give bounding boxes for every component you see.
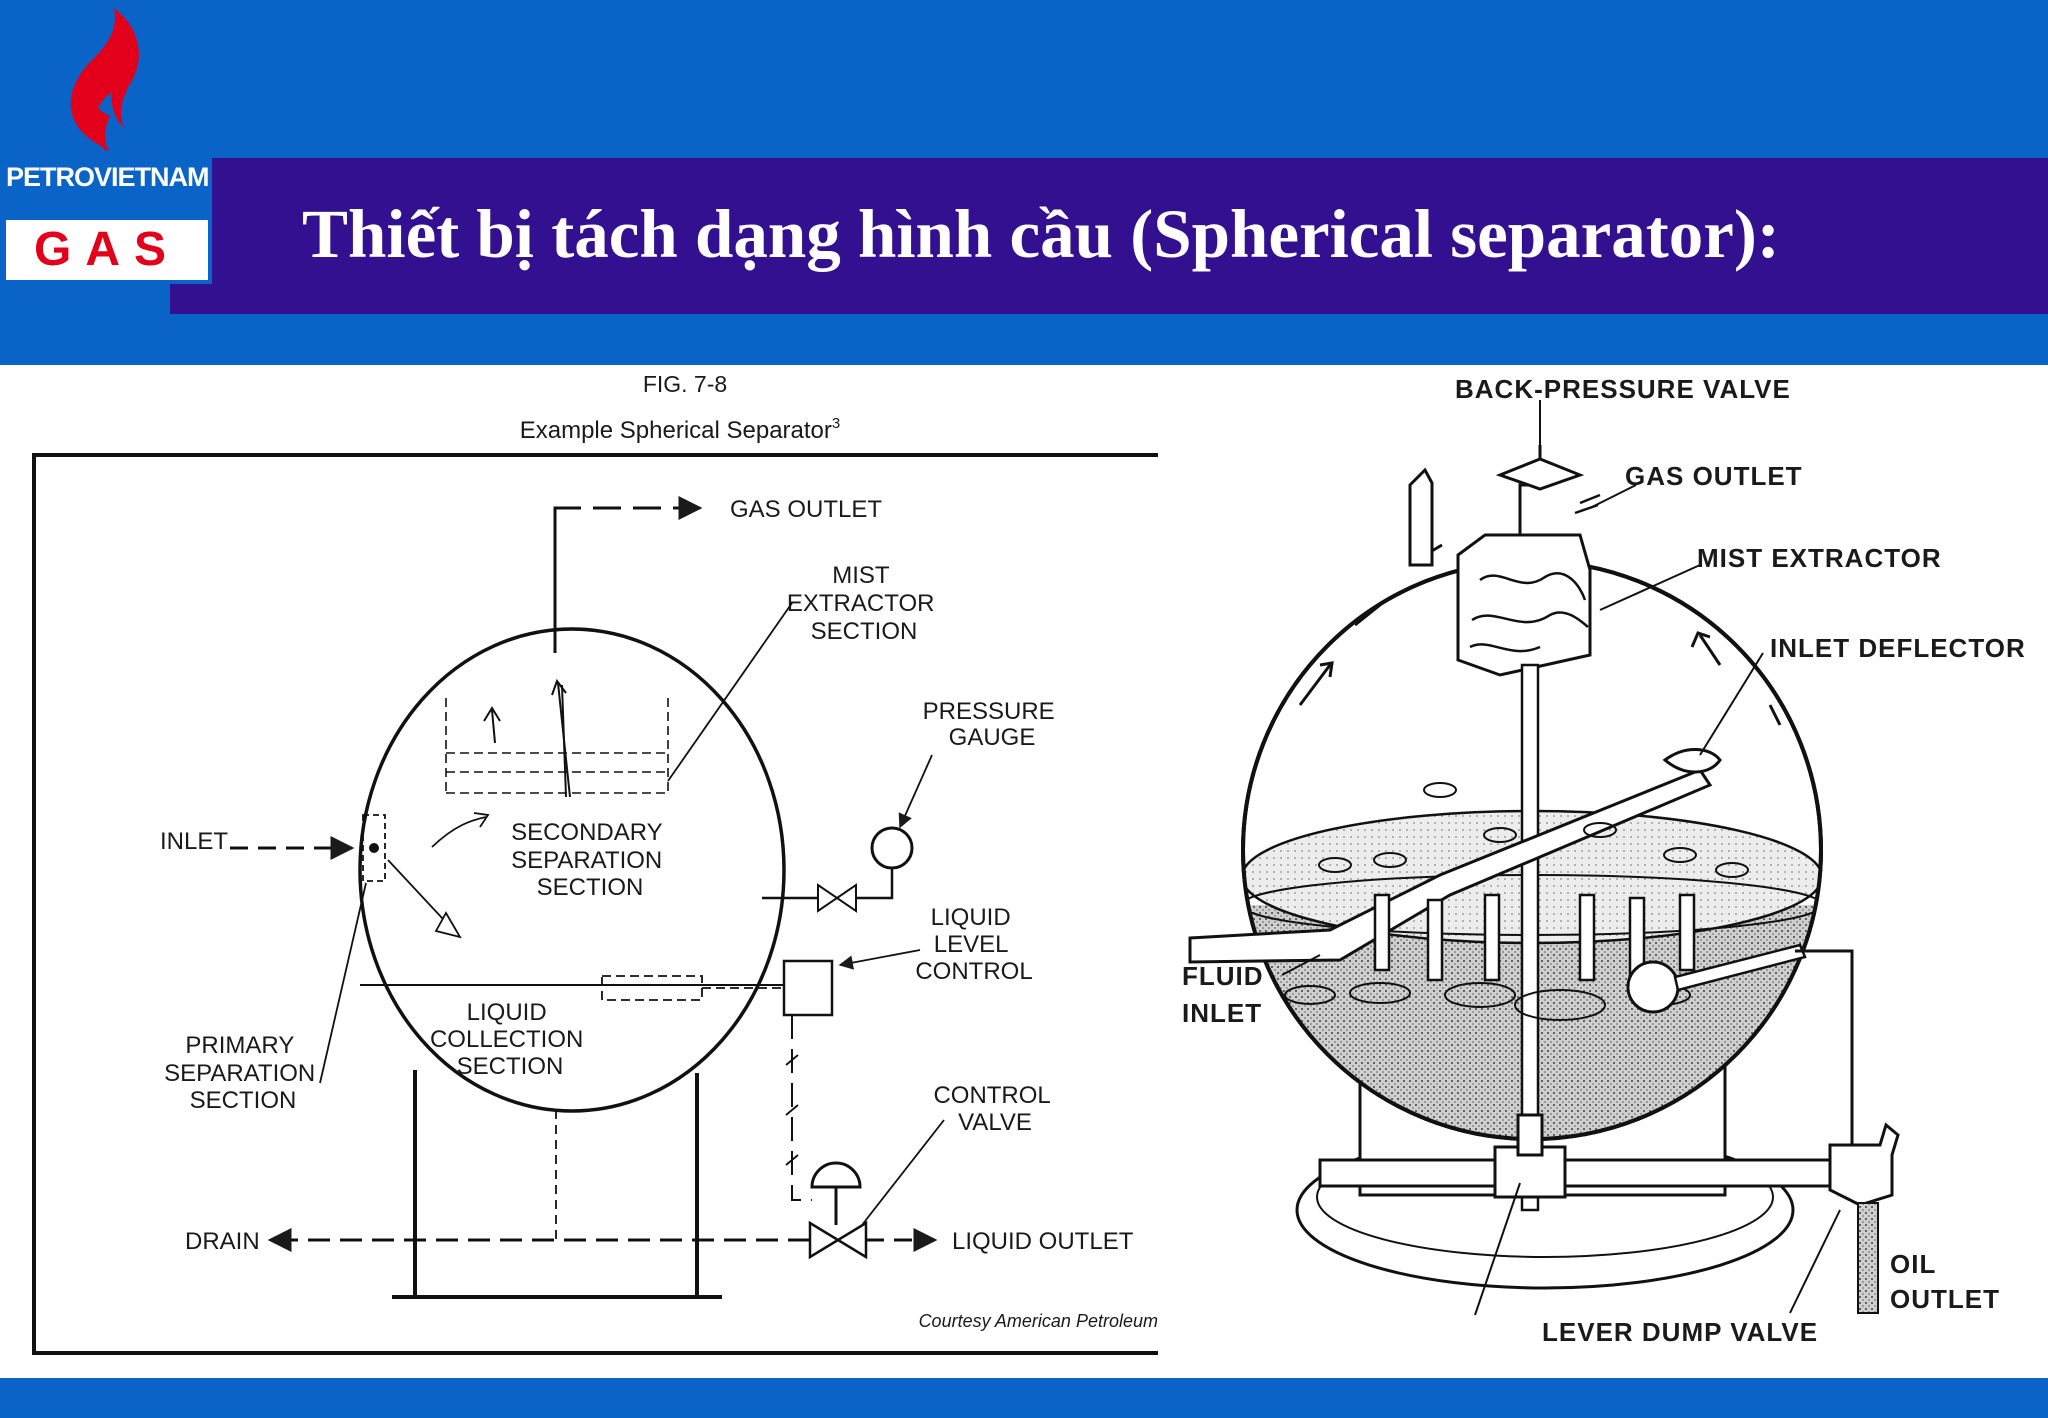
control-valve-actuator <box>810 1161 862 1189</box>
label-gas-outlet: GAS OUTLET <box>730 496 882 523</box>
footer-band <box>0 1378 2048 1418</box>
back-pressure-valve <box>1495 457 1585 491</box>
lever-dump-valve <box>1828 1122 1900 1207</box>
liquid-level-controller <box>782 959 834 1017</box>
flame-icon <box>70 8 139 152</box>
label-pressure-gauge: PRESSURE GAUGE <box>923 698 1062 751</box>
mist-extractor-pad <box>445 698 669 794</box>
label-mist-extractor: MIST EXTRACTOR SECTION <box>787 562 941 645</box>
mist-extractor-pad <box>1456 533 1592 677</box>
level-float <box>1626 960 1680 1014</box>
label-liquid-level-control: LIQUID LEVEL CONTROL <box>915 904 1032 985</box>
label-drain: DRAIN <box>185 1228 260 1255</box>
label-inlet-deflector: INLET DEFLECTOR <box>1770 633 2026 663</box>
spherical-separator-schematic: FIG. 7-8 Example Spherical Separator3 GA… <box>0 365 1180 1378</box>
title-bar <box>170 158 2048 314</box>
fluid-inlet-pipe <box>1188 768 1713 964</box>
petrovietnam-gas-logo: PETROVIETNAM GAS <box>0 0 212 284</box>
label-liquid-outlet: LIQUID OUTLET <box>952 1228 1134 1255</box>
label-mist-extractor: MIST EXTRACTOR <box>1697 543 1942 573</box>
label-gas-outlet: GAS OUTLET <box>1625 461 1803 491</box>
separator-vessel <box>358 627 786 1113</box>
inlet-deflector <box>1662 748 1722 774</box>
label-lever-dump-valve: LEVER DUMP VALVE <box>1542 1317 1818 1347</box>
label-primary-separation: PRIMARY SEPARATION SECTION <box>164 1032 322 1114</box>
figure-caption: Example Spherical Separator3 <box>520 415 841 444</box>
bottom-header-pipe <box>1318 1158 1892 1188</box>
level-float-dashed <box>601 975 703 1001</box>
control-valve-body <box>808 1220 868 1260</box>
logo-wordmark: PETROVIETNAM <box>6 162 210 192</box>
label-control-valve: CONTROL VALVE <box>933 1082 1056 1136</box>
label-liquid-collection: LIQUID COLLECTION SECTION <box>430 999 590 1080</box>
figure-credit: Courtesy American Petroleum <box>919 1311 1158 1331</box>
slide-title: Thiết bị tách dạng hình cầu (Spherical s… <box>302 196 1780 272</box>
float-linkage <box>1795 949 1854 1147</box>
label-inlet: INLET <box>160 828 228 855</box>
spherical-separator-cutaway: BACK-PRESSURE VALVE GAS OUTLET MIST EXTR… <box>1180 365 2048 1378</box>
label-fluid-inlet: FLUID INLET <box>1182 961 1272 1028</box>
figure-frame <box>32 453 1158 1355</box>
label-back-pressure-valve: BACK-PRESSURE VALVE <box>1455 374 1791 404</box>
label-oil-outlet: OIL OUTLET <box>1890 1249 2000 1314</box>
inlet-diverter <box>362 814 386 882</box>
pressure-gauge <box>870 826 914 870</box>
figure-number: FIG. 7-8 <box>643 371 727 397</box>
logo-gas-box: GAS <box>6 220 208 280</box>
relief-valve <box>1408 467 1434 567</box>
label-secondary-separation: SECONDARY SEPARATION SECTION <box>511 819 669 901</box>
central-downcomer <box>1520 663 1540 1212</box>
gauge-valve <box>817 883 857 913</box>
oil-outlet-pipe <box>1857 1202 1879 1314</box>
logo-gas-text: GAS <box>33 223 180 276</box>
